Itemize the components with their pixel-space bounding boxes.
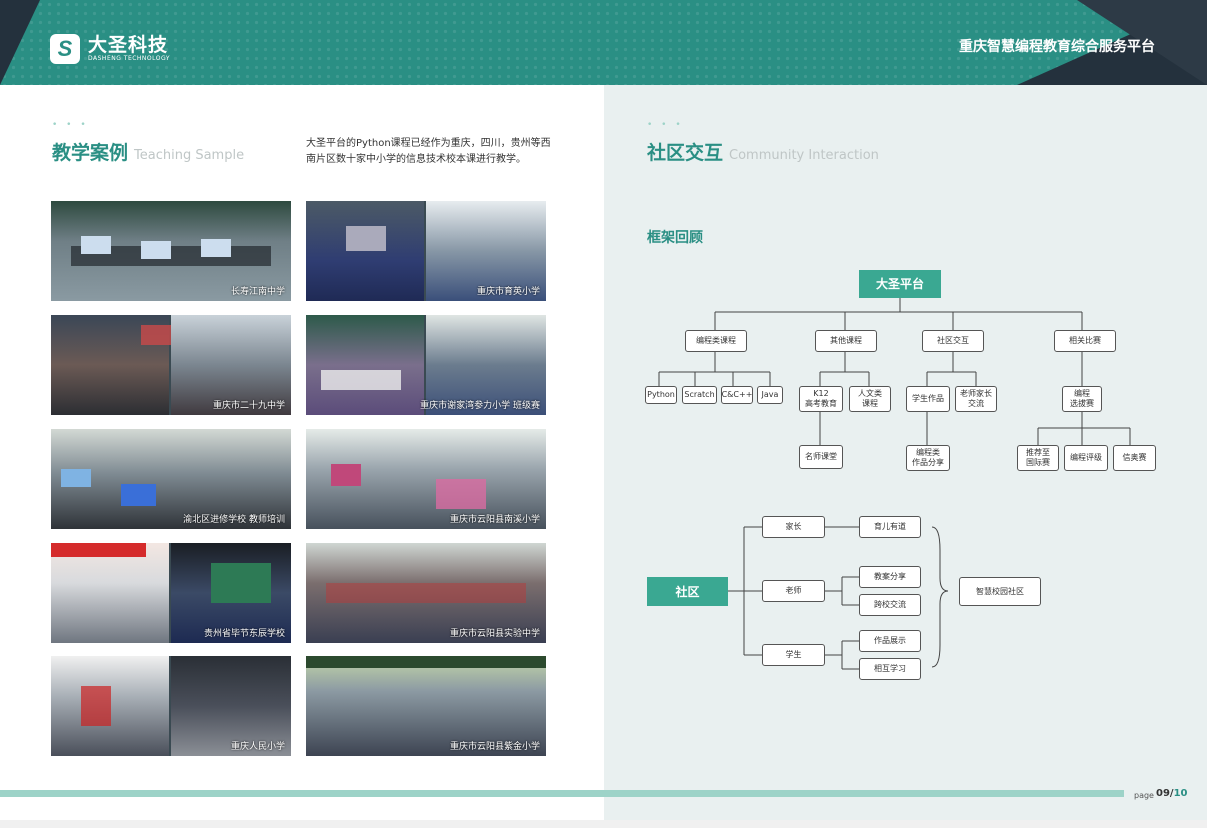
photo-card: 重庆市云阳县紫金小学	[306, 656, 546, 756]
photo-caption: 渝北区进修学校 教师培训	[183, 515, 285, 525]
section-dots: • • •	[52, 120, 89, 130]
node-international: 推荐至 国际赛	[1017, 445, 1059, 471]
photo-card: 长寿江南中学	[51, 201, 291, 301]
photo-card: 重庆市二十九中学	[51, 315, 291, 415]
photo-card: 重庆市育英小学	[306, 201, 546, 301]
photo-caption: 重庆市二十九中学	[212, 401, 285, 411]
node-selection-contest: 编程 选拔赛	[1062, 386, 1102, 412]
node-programming-courses: 编程类课程	[685, 330, 747, 352]
photo-caption: 重庆市育英小学	[476, 287, 540, 297]
diagram-connectors	[658, 298, 1131, 670]
intro-paragraph: 大圣平台的Python课程已经作为重庆，四川，贵州等西南片区数十家中小学的信息技…	[306, 138, 551, 165]
section-title-en: Teaching Sample	[134, 148, 245, 163]
photo-card: 贵州省毕节东辰学校	[51, 543, 291, 643]
node-teacher: 老师	[762, 580, 825, 602]
company-logo: S 大圣科技 DASHENG TECHNOLOGY	[50, 34, 170, 64]
photo-caption: 重庆市云阳县南溪小学	[449, 515, 540, 525]
node-community-interaction: 社区交互	[922, 330, 984, 352]
node-lesson-sharing: 教案分享	[859, 566, 921, 588]
node-competitions: 相关比赛	[1054, 330, 1116, 352]
page-header: S 大圣科技 DASHENG TECHNOLOGY 重庆智慧编程教育综合服务平台	[0, 0, 1207, 85]
photo-caption: 贵州省毕节东辰学校	[203, 629, 285, 639]
section-title-cn: 教学案例	[52, 142, 129, 164]
header-right-accent-top	[1077, 0, 1207, 85]
photo-caption: 重庆市谢家湾参力小学 班级赛	[420, 401, 540, 411]
photo-caption: 长寿江南中学	[230, 287, 285, 297]
photo-card: 重庆人民小学	[51, 656, 291, 756]
photo-caption: 重庆人民小学	[230, 742, 285, 752]
framework-review-title: 框架回顾	[647, 230, 703, 246]
photo-card: 重庆市云阳县实验中学	[306, 543, 546, 643]
node-scratch: Scratch	[682, 386, 717, 404]
node-java: Java	[757, 386, 783, 404]
logo-name-cn: 大圣科技	[88, 34, 169, 56]
node-smart-campus: 智慧校园社区	[959, 577, 1041, 606]
photo-card: 重庆市谢家湾参力小学 班级赛	[306, 315, 546, 415]
bottom-strip	[0, 820, 1207, 828]
community-heading: 社区交互 Community Interaction	[647, 138, 879, 165]
header-left-accent	[0, 0, 40, 85]
node-teacher-parent: 老师家长 交流	[955, 386, 997, 412]
node-k12: K12 高考教育	[799, 386, 843, 412]
footer-bar	[0, 790, 1124, 797]
section-title-en: Community Interaction	[729, 148, 879, 163]
node-rating: 编程评级	[1064, 445, 1108, 471]
node-humanities: 人文类 课程	[849, 386, 891, 412]
section-dots: • • •	[647, 120, 684, 130]
node-student: 学生	[762, 644, 825, 666]
node-works-sharing: 编程类 作品分享	[906, 445, 950, 471]
photo-card: 渝北区进修学校 教师培训	[51, 429, 291, 529]
node-cross-school: 跨校交流	[859, 594, 921, 616]
node-parent: 家长	[762, 516, 825, 538]
node-other-courses: 其他课程	[815, 330, 877, 352]
platform-title: 重庆智慧编程教育综合服务平台	[959, 39, 1155, 55]
node-parenting: 育儿有道	[859, 516, 921, 538]
logo-s-icon: S	[50, 34, 80, 64]
node-student-works: 学生作品	[906, 386, 950, 412]
node-famous-teacher: 名师课堂	[799, 445, 843, 469]
node-c-cpp: C&C++	[721, 386, 753, 404]
photo-caption: 重庆市云阳县紫金小学	[449, 742, 540, 752]
teaching-sample-heading: 教学案例 Teaching Sample	[52, 138, 244, 165]
section-title-cn: 社区交互	[647, 142, 724, 164]
page-label: page	[1134, 791, 1154, 800]
node-python: Python	[645, 386, 677, 404]
node-community: 社区	[647, 577, 728, 606]
node-dasheng-platform: 大圣平台	[859, 270, 941, 298]
header-dot-pattern	[0, 0, 1207, 85]
page-number: 09/10	[1156, 788, 1188, 799]
logo-name-en: DASHENG TECHNOLOGY	[88, 55, 171, 62]
photo-card: 重庆市云阳县南溪小学	[306, 429, 546, 529]
photo-caption: 重庆市云阳县实验中学	[449, 629, 540, 639]
node-works-display: 作品展示	[859, 630, 921, 652]
node-mutual-learning: 相互学习	[859, 658, 921, 680]
node-olympiad: 信奥赛	[1113, 445, 1156, 471]
